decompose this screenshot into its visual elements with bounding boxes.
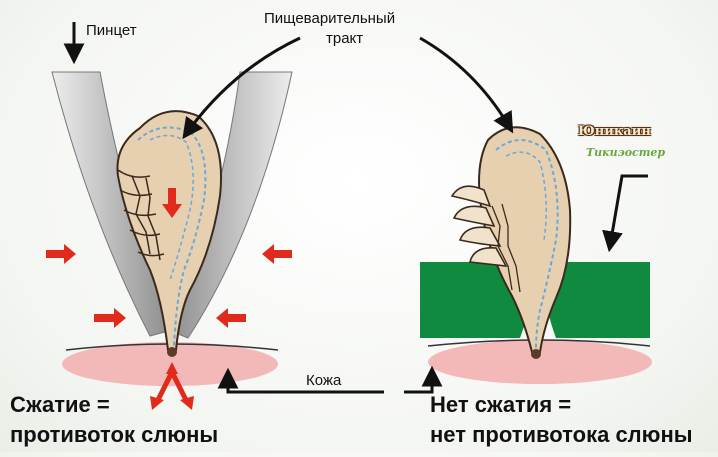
tick-left-body [117,111,221,350]
pressure-arrow-left-upper [46,244,76,264]
device-pointer-arrow [610,176,648,246]
pressure-arrow-left-lower [94,308,126,328]
pressure-arrow-right-upper [262,244,292,264]
left-caption-line2: противоток слюны [10,422,218,448]
brand-name-logo: Юникаин [578,124,651,139]
brand-product-logo: Тикиэостер [586,146,665,159]
pressure-arrow-right-lower [216,308,246,328]
digestive-tract-label-line2: тракт [326,30,363,47]
tract-pointer-right [420,38,510,128]
tweezers-label: Пинцет [86,22,137,39]
digestive-tract-label-line1: Пищеварительный [264,10,395,27]
right-caption-line1: Нет сжатия = [430,392,571,418]
skin-label: Кожа [306,372,341,389]
left-caption-line1: Сжатие = [10,392,110,418]
right-caption-line2: нет противотока слюны [430,422,693,448]
